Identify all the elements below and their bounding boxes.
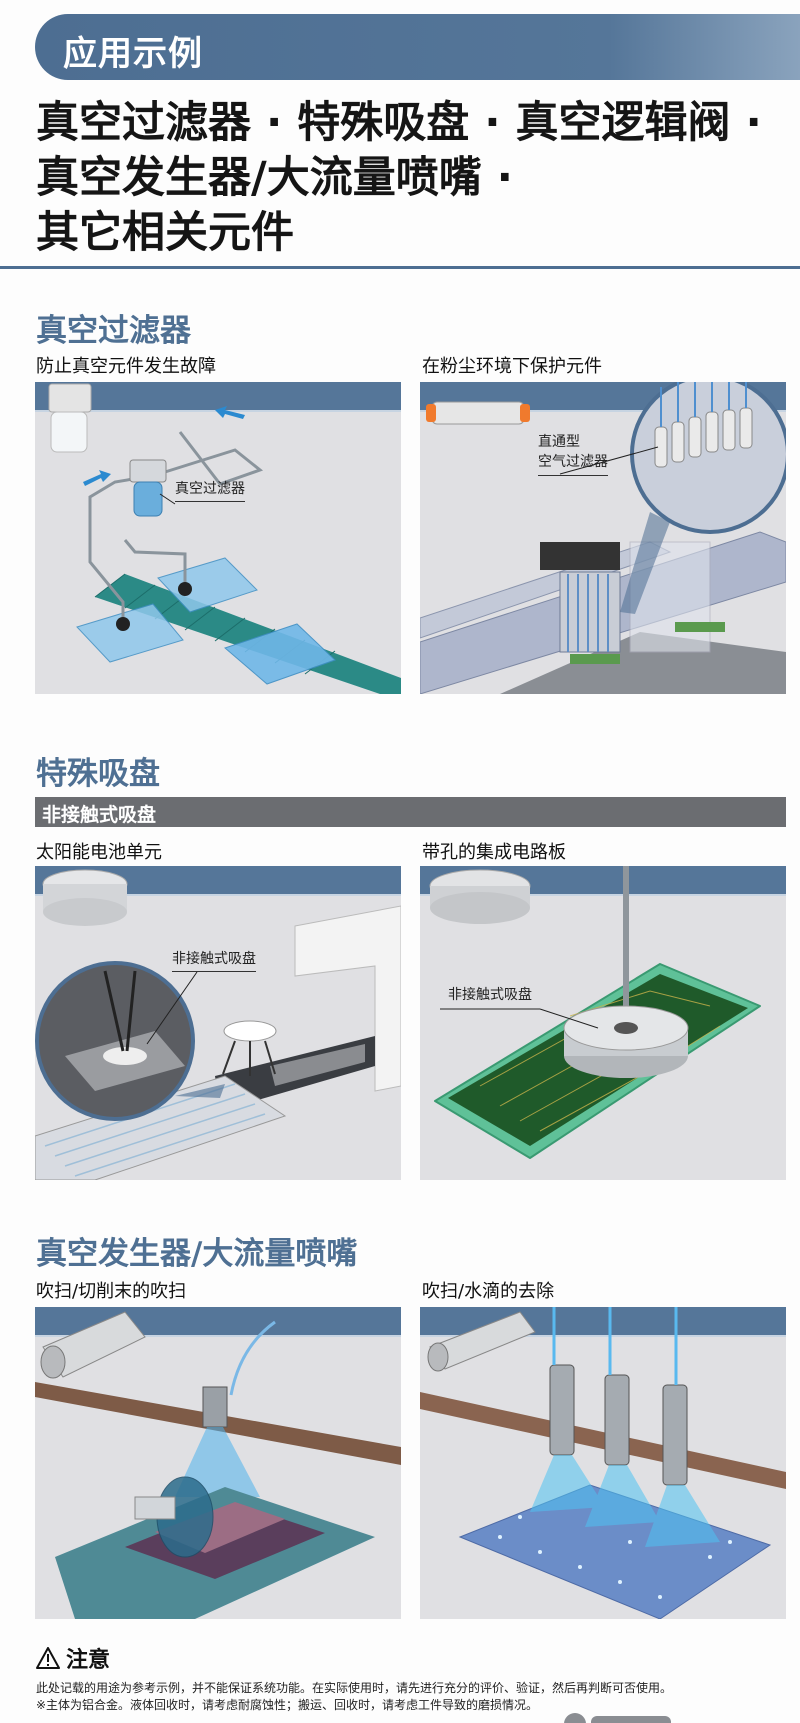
header-divider xyxy=(0,266,800,269)
callout-label: 非接触式吸盘 xyxy=(448,987,532,1003)
panel-subtitle: 在粉尘环境下保护元件 xyxy=(422,356,602,377)
callout-line: 空气过滤器 xyxy=(538,452,608,476)
callout-label: 真空过滤器 xyxy=(175,478,245,502)
header-title: 应用示例 xyxy=(63,34,203,74)
panel-subtitle: 太阳能电池单元 xyxy=(36,842,162,863)
illustration-water-removal xyxy=(420,1307,786,1619)
warning-triangle-icon xyxy=(36,1647,60,1669)
notice-box: 注意 此处记载的用途为参考示例，并不能保证系统功能。在实际使用时，请先进行充分的… xyxy=(36,1642,796,1714)
callout-label: 非接触式吸盘 xyxy=(172,948,256,972)
notice-title: 注意 xyxy=(66,1648,111,1673)
panel-subtitle: 带孔的集成电路板 xyxy=(422,842,566,863)
illustration-vacuum-filter-conveyor: 真空过滤器 xyxy=(35,382,401,694)
conveyor-illustration xyxy=(48,383,401,694)
category-banner: 非接触式吸盘 xyxy=(35,797,786,827)
panel-subtitle: 吹扫/水滴的去除 xyxy=(422,1281,555,1302)
illustration-inline-filter-gantry: 直通型 空气过滤器 xyxy=(420,382,786,694)
panel-subtitle: 吹扫/切削末的吹扫 xyxy=(36,1281,187,1302)
section-title-ejector-nozzle: 真空发生器/大流量喷嘴 xyxy=(36,1236,358,1272)
page-title-line: 真空过滤器 · 特殊吸盘 · 真空逻辑阀 · xyxy=(36,98,762,148)
illustration-pcb-gripper: 非接触式吸盘 xyxy=(420,866,786,1180)
pcb-illustration xyxy=(429,866,761,1159)
panel-subtitle: 防止真空元件发生故障 xyxy=(36,356,216,377)
water-removal-illustration xyxy=(420,1307,786,1619)
gantry-illustration xyxy=(420,382,786,694)
section-title-special-pads: 特殊吸盘 xyxy=(36,756,160,792)
callout-label: 直通型 空气过滤器 xyxy=(538,432,608,476)
solar-line-illustration xyxy=(35,869,401,1180)
callout-line: 直通型 xyxy=(538,434,580,450)
header-banner: 应用示例 xyxy=(35,14,800,80)
page-title: 真空过滤器 · 特殊吸盘 · 真空逻辑阀 · 真空发生器/大流量喷嘴 · 其它相… xyxy=(36,96,796,261)
illustration-solar-cell-gripper: 非接触式吸盘 xyxy=(35,866,401,1180)
category-banner-label: 非接触式吸盘 xyxy=(42,804,157,826)
notice-line: ※主体为铝合金。液体回收时，请考虑耐腐蚀性；搬运、回收时，请考虑工件导致的磨损情… xyxy=(36,1698,539,1712)
notice-line: 此处记载的用途为参考示例，并不能保证系统功能。在实际使用时，请先进行充分的评价、… xyxy=(36,1681,673,1695)
chip-blow-illustration xyxy=(35,1311,401,1619)
brand-logo xyxy=(563,1712,683,1723)
page-title-line: 其它相关元件 xyxy=(36,208,294,258)
illustration-chip-blowing xyxy=(35,1307,401,1619)
notice-heading: 注意 xyxy=(36,1642,796,1674)
page-title-line: 真空发生器/大流量喷嘴 · xyxy=(36,153,514,203)
section-title-vacuum-filter: 真空过滤器 xyxy=(36,313,191,349)
